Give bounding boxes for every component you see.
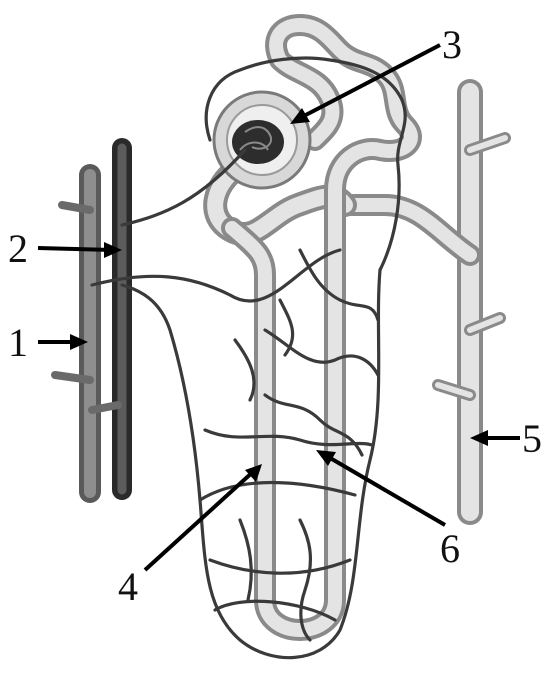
label-5: 5 [522, 416, 542, 461]
label-1: 1 [8, 320, 28, 365]
label-3: 3 [442, 22, 462, 67]
label-4: 4 [118, 564, 138, 609]
label-2: 2 [8, 226, 28, 271]
label-6: 6 [440, 526, 460, 571]
blood-vessels [55, 148, 122, 492]
bowmans-capsule [214, 92, 310, 188]
